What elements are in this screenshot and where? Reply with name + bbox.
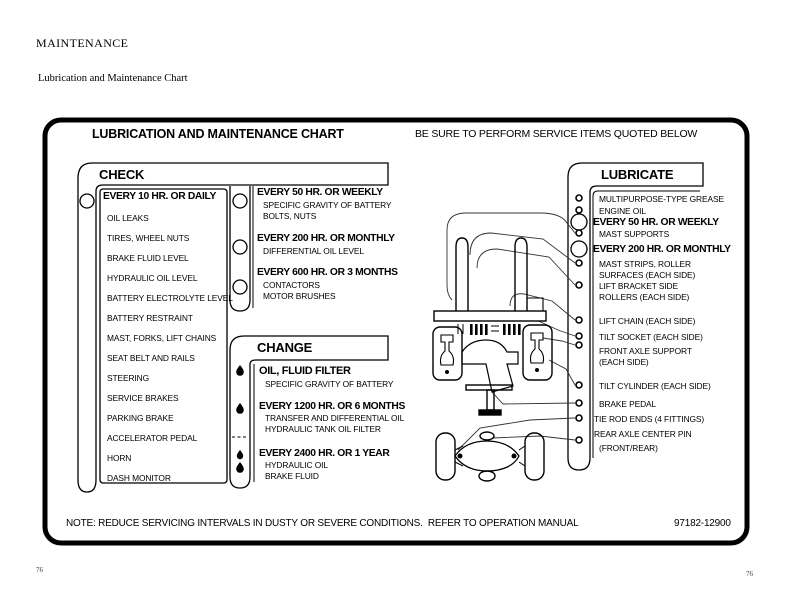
chart-banner: BE SURE TO PERFORM SERVICE ITEMS QUOTED … — [415, 128, 698, 140]
oil-drop-icon — [236, 403, 244, 414]
lubricate-item: LIFT CHAIN (EACH SIDE) — [599, 316, 696, 326]
check-item: HORN — [107, 453, 132, 463]
change-group-header: EVERY 2400 HR. OR 1 YEAR — [259, 448, 390, 459]
lubricate-item: ENGINE OIL — [599, 206, 646, 216]
oil-drop-icon — [236, 450, 244, 460]
check-item: BATTERY ELECTROLYTE LEVEL — [107, 293, 233, 303]
change-group-header: OIL, FLUID FILTER — [259, 365, 351, 377]
check-item: TIRES, WHEEL NUTS — [107, 233, 190, 243]
check-group-item: SPECIFIC GRAVITY OF BATTERY — [263, 200, 392, 210]
lubricate-item: FRONT AXLE SUPPORT — [599, 346, 692, 356]
lubricate-item: LIFT BRACKET SIDE — [599, 281, 678, 291]
change-group-header: EVERY 1200 HR. OR 6 MONTHS — [259, 401, 405, 412]
page-number-right: 76 — [746, 570, 753, 578]
lubricate-item-line2: (FRONT/REAR) — [599, 443, 658, 453]
lubricate-item: MULTIPURPOSE-TYPE GREASE — [599, 194, 724, 204]
check-item: HYDRAULIC OIL LEVEL — [107, 273, 198, 283]
check-group-header: EVERY 50 HR. OR WEEKLY — [257, 187, 383, 198]
check-item: PARKING BRAKE — [107, 413, 174, 423]
check-item: SERVICE BRAKES — [107, 393, 179, 403]
check-group-item: CONTACTORS — [263, 280, 320, 290]
check-group-item: BOLTS, NUTS — [263, 211, 317, 221]
oil-drop-icon — [236, 365, 244, 376]
interval-ring-icon — [79, 193, 95, 209]
check-item: SEAT BELT AND RAILS — [107, 353, 195, 363]
lubricate-item: MAST STRIPS, ROLLER — [599, 259, 691, 269]
grease-fitting-dot-icon — [575, 206, 583, 214]
grease-fitting-dot-icon — [575, 259, 583, 267]
leader-lines — [446, 212, 576, 451]
part-number: 97182-12900 — [674, 518, 731, 529]
interval-ring-icon — [570, 240, 588, 258]
interval-ring-icon — [232, 239, 248, 255]
change-group-item: HYDRAULIC TANK OIL FILTER — [265, 424, 381, 434]
change-group-item: TRANSFER AND DIFFERENTIAL OIL — [265, 413, 405, 423]
grease-fitting-dot-icon — [575, 316, 583, 324]
check-item: OIL LEAKS — [107, 213, 149, 223]
change-group-item: BRAKE FLUID — [265, 471, 319, 481]
check-section-title: CHECK — [99, 167, 145, 182]
lubricate-section-title: LUBRICATE — [601, 167, 674, 182]
page-number-left: 76 — [36, 566, 43, 574]
lubricate-item-line2: (EACH SIDE) — [599, 357, 649, 367]
check-item: BRAKE FLUID LEVEL — [107, 253, 189, 263]
check-group-header: EVERY 200 HR. OR MONTHLY — [257, 233, 395, 244]
chart-title: LUBRICATION AND MAINTENANCE CHART — [92, 127, 344, 141]
grease-fitting-dot-icon — [575, 341, 583, 349]
page-kicker: MAINTENANCE — [36, 36, 129, 50]
check-item: ACCELERATOR PEDAL — [107, 433, 198, 443]
lubricate-item: BRAKE PEDAL — [599, 399, 657, 409]
change-markers — [236, 365, 244, 473]
change-group-item: HYDRAULIC OIL — [265, 460, 328, 470]
change-outline — [229, 335, 389, 489]
lubricate-item: TILT SOCKET (EACH SIDE) — [599, 332, 703, 342]
lubricate-interval-header: EVERY 50 HR. OR WEEKLY — [593, 217, 719, 228]
check-item: DASH MONITOR — [107, 473, 171, 483]
oil-drop-icon — [236, 462, 244, 473]
lubricate-item-line2: SURFACES (EACH SIDE) — [599, 270, 696, 280]
interval-ring-icon — [232, 193, 248, 209]
grease-fitting-dot-icon — [575, 381, 583, 389]
lubricate-markers — [575, 194, 583, 444]
grease-fitting-dot-icon — [575, 229, 583, 237]
check-group-item: DIFFERENTIAL OIL LEVEL — [263, 246, 364, 256]
interval-ring-icon — [232, 279, 248, 295]
check-daily-header: EVERY 10 HR. OR DAILY — [103, 191, 217, 202]
chart-outer-border — [42, 117, 750, 546]
check-item: STEERING — [107, 373, 150, 383]
chart-note: NOTE: REDUCE SERVICING INTERVALS IN DUST… — [66, 518, 579, 529]
lubricate-item: TILT CYLINDER (EACH SIDE) — [599, 381, 711, 391]
page-subtitle: Lubrication and Maintenance Chart — [38, 73, 188, 84]
lubricate-item-line2: ROLLERS (EACH SIDE) — [599, 292, 690, 302]
check-outline — [77, 162, 389, 493]
grease-fitting-dot-icon — [575, 194, 583, 202]
lubricate-item: MAST SUPPORTS — [599, 229, 670, 239]
lubricate-item: REAR AXLE CENTER PIN — [594, 429, 692, 439]
lubricate-item: TIE ROD ENDS (4 FITTINGS) — [594, 414, 705, 424]
change-group-item: SPECIFIC GRAVITY OF BATTERY — [265, 379, 394, 389]
lubricate-interval-header: EVERY 200 HR. OR MONTHLY — [593, 244, 731, 255]
grease-fitting-dot-icon — [575, 281, 583, 289]
interval-ring-icon — [570, 213, 588, 231]
grease-fitting-dot-icon — [575, 436, 583, 444]
lubricate-outline — [567, 162, 704, 471]
grease-fitting-dot-icon — [575, 399, 583, 407]
grease-fitting-dot-icon — [575, 332, 583, 340]
change-section-title: CHANGE — [257, 340, 313, 355]
grease-fitting-dot-icon — [575, 414, 583, 422]
check-group-item: MOTOR BRUSHES — [263, 291, 336, 301]
forklift-top-view-diagram — [432, 237, 553, 482]
check-item: MAST, FORKS, LIFT CHAINS — [107, 333, 217, 343]
check-group-header: EVERY 600 HR. OR 3 MONTHS — [257, 267, 398, 278]
check-item: BATTERY RESTRAINT — [107, 313, 193, 323]
